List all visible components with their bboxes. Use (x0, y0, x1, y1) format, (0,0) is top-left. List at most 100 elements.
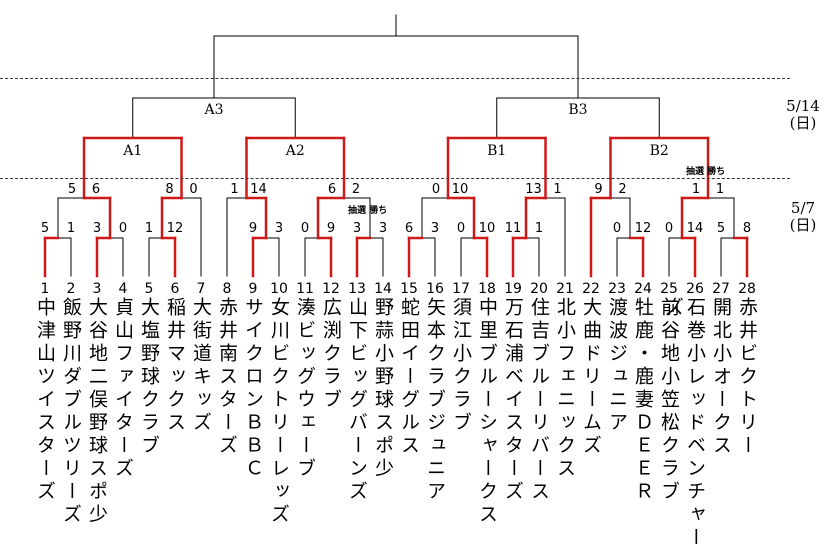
match-score: 10 (452, 182, 469, 197)
team-name: サイクロンＢＢＣ (242, 297, 264, 481)
match-score: 6 (405, 221, 413, 236)
team-number: 19 (504, 281, 522, 297)
team-name: 大谷地二俣野球スポ少 (86, 297, 108, 527)
team-number: 26 (686, 281, 704, 297)
first-day-date: 5/7 (日) (783, 200, 823, 234)
match-score: 3 (275, 221, 283, 236)
round-label: A1 (122, 143, 142, 159)
match-score: 12 (167, 221, 184, 236)
team-number: 18 (478, 281, 496, 297)
team-name: 赤井南スターズ (216, 297, 238, 458)
match-score: 9 (594, 182, 602, 197)
date-text: 5/14 (786, 97, 820, 115)
match-score: 14 (687, 221, 704, 236)
day-divider-line (0, 178, 790, 179)
match-score: 11 (505, 221, 522, 236)
final-day-date: 5/14 (日) (783, 98, 823, 132)
team-number: 28 (738, 281, 756, 297)
team-number: 21 (556, 281, 574, 297)
date-text: 5/7 (790, 199, 816, 217)
match-score: 3 (93, 221, 101, 236)
team-name: 開北小オークス (710, 297, 732, 458)
team-name: 貞山ファイターズ (112, 297, 134, 481)
team-number: 10 (270, 281, 288, 297)
match-score: 3 (431, 221, 439, 236)
team-number: 2 (66, 281, 76, 297)
match-score: 1 (716, 182, 724, 197)
match-score: 3 (353, 221, 361, 236)
match-score: 0 (301, 221, 309, 236)
team-name: 大街道キッズ (190, 297, 212, 435)
match-score: 6 (328, 182, 336, 197)
team-number: 13 (348, 281, 366, 297)
team-name: 野蒜小野球スポ少 (372, 297, 394, 481)
team-name: 大塩野球クラブ (138, 297, 160, 458)
team-number: 3 (92, 281, 102, 297)
team-name: 万石浦ベイスターズ (502, 297, 524, 504)
team-name: 湊ビッグウェーブ (294, 297, 316, 481)
match-score: 1 (145, 221, 153, 236)
team-number: 4 (118, 281, 128, 297)
team-number: 27 (712, 281, 730, 297)
match-score: 0 (189, 182, 197, 197)
team-name: 北小フェニックス (554, 297, 576, 481)
match-score: 12 (635, 221, 652, 236)
team-name: 須江小クラブ (450, 297, 472, 435)
weekday-text: (日) (789, 216, 817, 234)
team-number: 25 (660, 281, 678, 297)
match-score: 0 (432, 182, 440, 197)
team-name: 稲井マックス (164, 297, 186, 435)
team-number: 23 (608, 281, 626, 297)
team-number: 6 (170, 281, 180, 297)
lottery-win-note: 抽選 勝ち (348, 206, 388, 216)
day-divider-line (0, 78, 790, 79)
round-label: A2 (285, 143, 305, 159)
team-number: 12 (322, 281, 340, 297)
match-score: 0 (613, 221, 621, 236)
match-score: 0 (457, 221, 465, 236)
match-score: 2 (618, 182, 626, 197)
team-number: 17 (452, 281, 470, 297)
team-number: 20 (530, 281, 548, 297)
team-number: 11 (296, 281, 314, 297)
team-name: 中津山ツイスターズ (34, 297, 56, 504)
team-name: 飯野川ダブルツリーズ (60, 297, 82, 527)
team-number: 22 (582, 281, 600, 297)
round-label: A3 (203, 102, 223, 118)
team-number: 8 (222, 281, 232, 297)
team-number: 9 (248, 281, 258, 297)
match-score: 0 (119, 221, 127, 236)
team-name: 住吉ブルーリバース (528, 297, 550, 504)
match-score: 5 (717, 221, 725, 236)
team-number: 7 (196, 281, 206, 297)
team-number: 1 (40, 281, 50, 297)
match-score: 1 (535, 221, 543, 236)
team-number: 16 (426, 281, 444, 297)
round-label: B1 (487, 143, 506, 159)
match-score: 14 (250, 182, 267, 197)
lottery-win-note: 抽選 勝ち (686, 167, 726, 177)
match-score: 9 (249, 221, 257, 236)
team-name: 中里ブルーシャークス (476, 297, 498, 527)
match-score: 5 (41, 221, 49, 236)
round-label: B3 (568, 102, 587, 118)
team-number: 5 (144, 281, 154, 297)
team-number: 14 (374, 281, 392, 297)
match-score: 1 (67, 221, 75, 236)
match-score: 10 (479, 221, 496, 236)
round-label: B2 (650, 143, 669, 159)
match-score: 5 (68, 182, 76, 197)
match-score: 8 (743, 221, 751, 236)
match-score: 0 (665, 221, 673, 236)
match-score: 8 (165, 182, 173, 197)
team-name: 赤井ビクトリー (736, 297, 758, 458)
team-name: 大曲ドリームズ (580, 297, 602, 458)
match-score: 1 (692, 182, 700, 197)
match-score: 2 (352, 182, 360, 197)
match-score: 3 (379, 221, 387, 236)
team-name: 牡鹿・鹿妻ＤＥＥＲ (632, 297, 654, 504)
team-name: 女川ビクトリーレッズ (268, 297, 290, 527)
match-score: 13 (525, 182, 542, 197)
team-name: 山下ビッグバーンズ (346, 297, 368, 504)
